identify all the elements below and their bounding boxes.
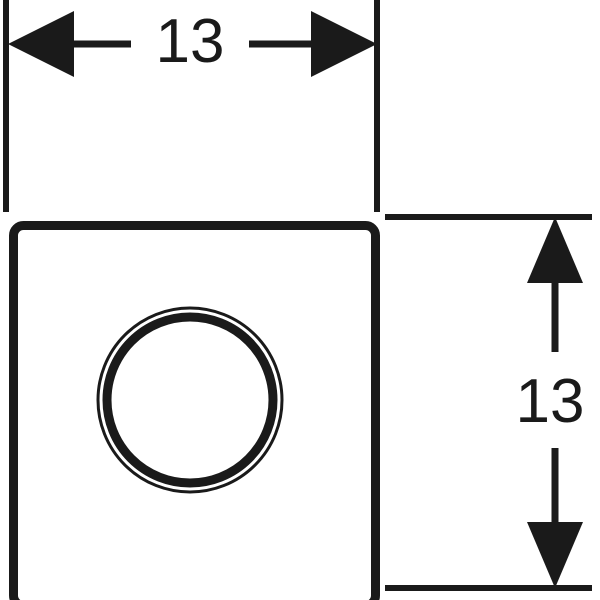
height-arrowhead-bottom <box>527 522 583 588</box>
flush-plate-outline-group <box>9 221 380 600</box>
width-arrowhead-right <box>311 11 377 77</box>
actuator-button-inner-ring <box>102 312 278 488</box>
flush-plate-outline <box>9 221 380 600</box>
width-dimension-group: 13 <box>3 0 380 212</box>
actuator-button-group <box>96 306 284 494</box>
height-arrowhead-top <box>527 217 583 283</box>
width-dimension-label: 13 <box>156 7 225 76</box>
height-dimension-group: 13 <box>385 214 592 591</box>
actuator-button-outer-ring <box>96 306 284 494</box>
height-dimension-label: 13 <box>516 367 585 436</box>
width-arrowhead-left <box>8 11 74 77</box>
